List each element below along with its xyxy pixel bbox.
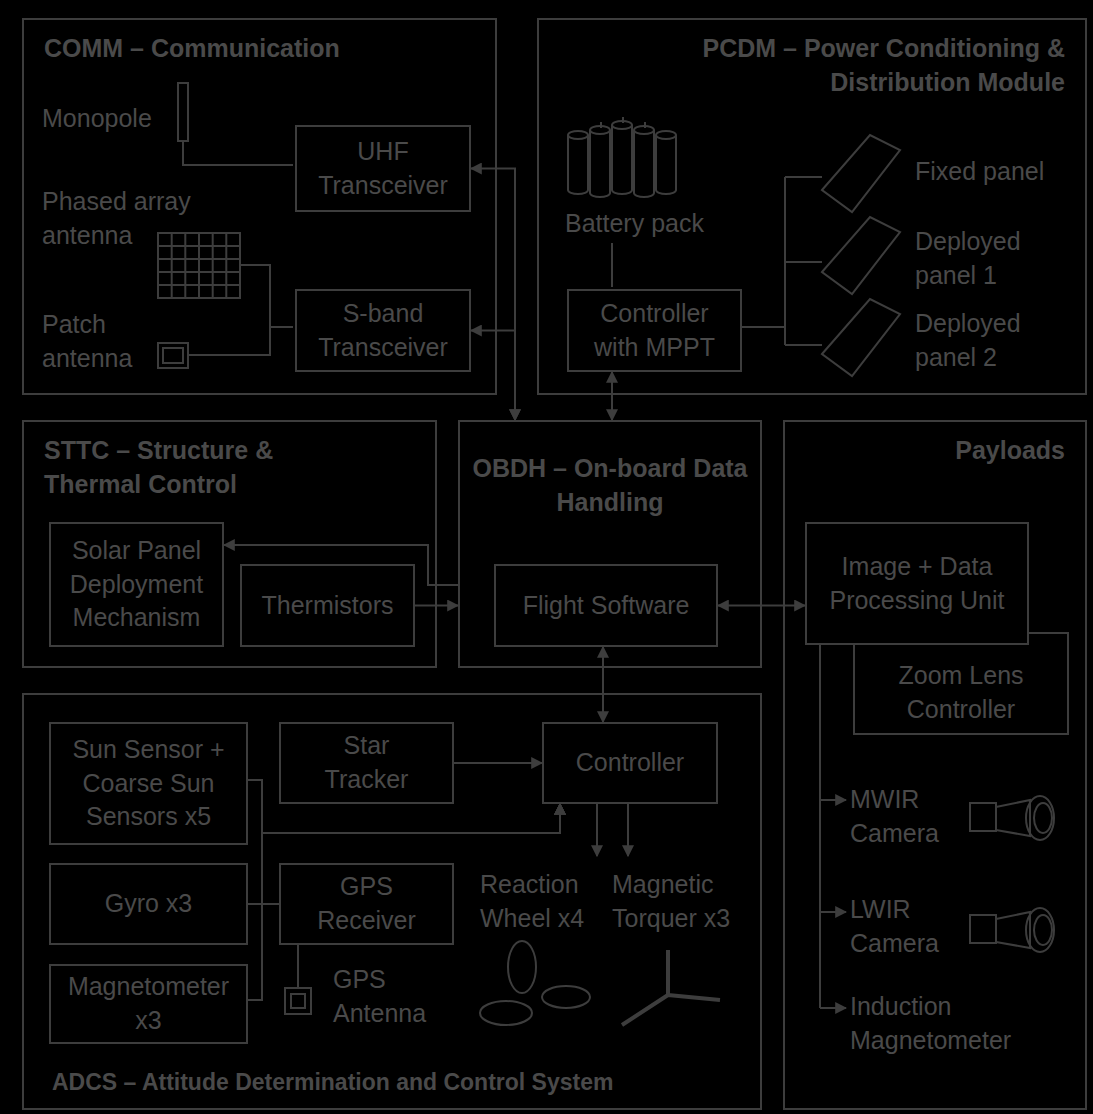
process-box: Sun Sensor + Coarse Sun Sensors x5 — [49, 722, 248, 845]
power-wire — [611, 243, 613, 287]
subsystem-group: OBDH – On-board Data HandlingFlight Soft… — [458, 420, 762, 668]
part-label: Monopole — [42, 102, 182, 136]
process-box: Flight Software — [494, 564, 718, 647]
box-label: S-band Transceiver — [303, 297, 463, 365]
process-box: Gyro x3 — [49, 863, 248, 945]
group-heading: COMM – Communication — [44, 32, 464, 66]
process-box: Image + Data Processing Unit — [805, 522, 1029, 645]
antenna-wire — [183, 141, 293, 165]
connector-arrow — [602, 647, 604, 722]
box-label: Star Tracker — [312, 729, 422, 797]
box-label: Magnetometer x3 — [56, 970, 241, 1038]
antenna-wire — [188, 327, 270, 355]
part-label: Deployed panel 1 — [915, 225, 1045, 293]
data-arrow — [820, 911, 846, 913]
patch-antenna — [158, 343, 188, 368]
data-line — [819, 643, 821, 1008]
monopole-antenna — [178, 83, 188, 141]
camera-icon — [970, 796, 1054, 840]
battery-cell — [568, 117, 676, 197]
group-heading: STTC – Structure & Thermal Control — [44, 434, 299, 502]
part-label: Induction Magnetometer — [850, 990, 1050, 1058]
process-box: S-band Transceiver — [295, 289, 471, 372]
data-arrow — [820, 1007, 846, 1009]
connector-arrow — [248, 804, 560, 1000]
process-box: Solar Panel Deployment Mechanism — [49, 522, 224, 647]
box-label: Sun Sensor + Coarse Sun Sensors x5 — [56, 733, 241, 834]
process-box: UHF Transceiver — [295, 125, 471, 212]
part-label: Deployed panel 2 — [915, 307, 1045, 375]
solar-panel — [822, 135, 900, 212]
part-label: Fixed panel — [915, 155, 1085, 189]
box-label: Gyro x3 — [105, 887, 193, 921]
process-box: Controller — [542, 722, 718, 804]
reaction-wheel — [480, 941, 590, 1025]
patch-antenna — [163, 348, 183, 363]
box-label: Solar Panel Deployment Mechanism — [57, 534, 217, 635]
part-label: Phased array antenna — [42, 185, 217, 253]
box-label: Flight Software — [523, 589, 690, 623]
group-heading: OBDH – On-board Data Handling — [470, 452, 750, 520]
box-label: UHF Transceiver — [303, 135, 463, 203]
box-label: GPS Receiver — [312, 870, 422, 938]
group-heading: PCDM – Power Conditioning & Distribution… — [635, 32, 1065, 100]
box-label: Zoom Lens Controller — [876, 659, 1046, 727]
part-label: Patch antenna — [42, 308, 152, 376]
connector-arrow — [471, 331, 515, 421]
antenna-wire — [240, 265, 293, 327]
phased-array-antenna — [158, 233, 240, 298]
process-box: Controller with MPPT — [567, 289, 742, 372]
group-heading: ADCS – Attitude Determination and Contro… — [52, 1067, 613, 1098]
solar-panel — [822, 217, 900, 294]
box-label: Controller with MPPT — [585, 297, 725, 365]
antenna-wire — [297, 943, 299, 988]
box-label: Controller — [576, 746, 684, 780]
box-label: Image + Data Processing Unit — [817, 550, 1017, 618]
power-wire — [740, 177, 822, 345]
magnetic-torquer — [622, 950, 720, 1025]
group-heading: Payloads — [805, 434, 1065, 468]
data-arrow — [820, 799, 846, 801]
subsystem-group: ADCS – Attitude Determination and Contro… — [22, 693, 762, 1110]
gps-antenna — [285, 988, 311, 1014]
gps-antenna — [291, 994, 305, 1008]
actuator-arrow — [627, 802, 629, 856]
process-box: Magnetometer x3 — [49, 964, 248, 1044]
process-box: GPS Receiver — [279, 863, 454, 945]
camera-icon — [970, 908, 1054, 952]
part-label: MWIR Camera — [850, 783, 960, 851]
part-label: LWIR Camera — [850, 893, 960, 961]
process-box: Thermistors — [240, 564, 415, 647]
connector-arrow — [611, 372, 613, 420]
connector-arrow — [454, 762, 542, 764]
process-box: Zoom Lens Controller — [853, 632, 1069, 735]
part-label: GPS Antenna — [333, 963, 443, 1031]
connector-arrow — [471, 169, 515, 421]
part-label: Reaction Wheel x4 — [480, 868, 610, 936]
part-label: Battery pack — [565, 207, 755, 241]
subsystem-group: STTC – Structure & Thermal ControlSolar … — [22, 420, 437, 668]
box-label: Thermistors — [262, 589, 394, 623]
process-box: Star Tracker — [279, 722, 454, 804]
part-label: Magnetic Torquer x3 — [612, 868, 757, 936]
subsystem-group: PCDM – Power Conditioning & Distribution… — [537, 18, 1087, 395]
solar-panel — [822, 299, 900, 376]
actuator-arrow — [596, 802, 598, 856]
